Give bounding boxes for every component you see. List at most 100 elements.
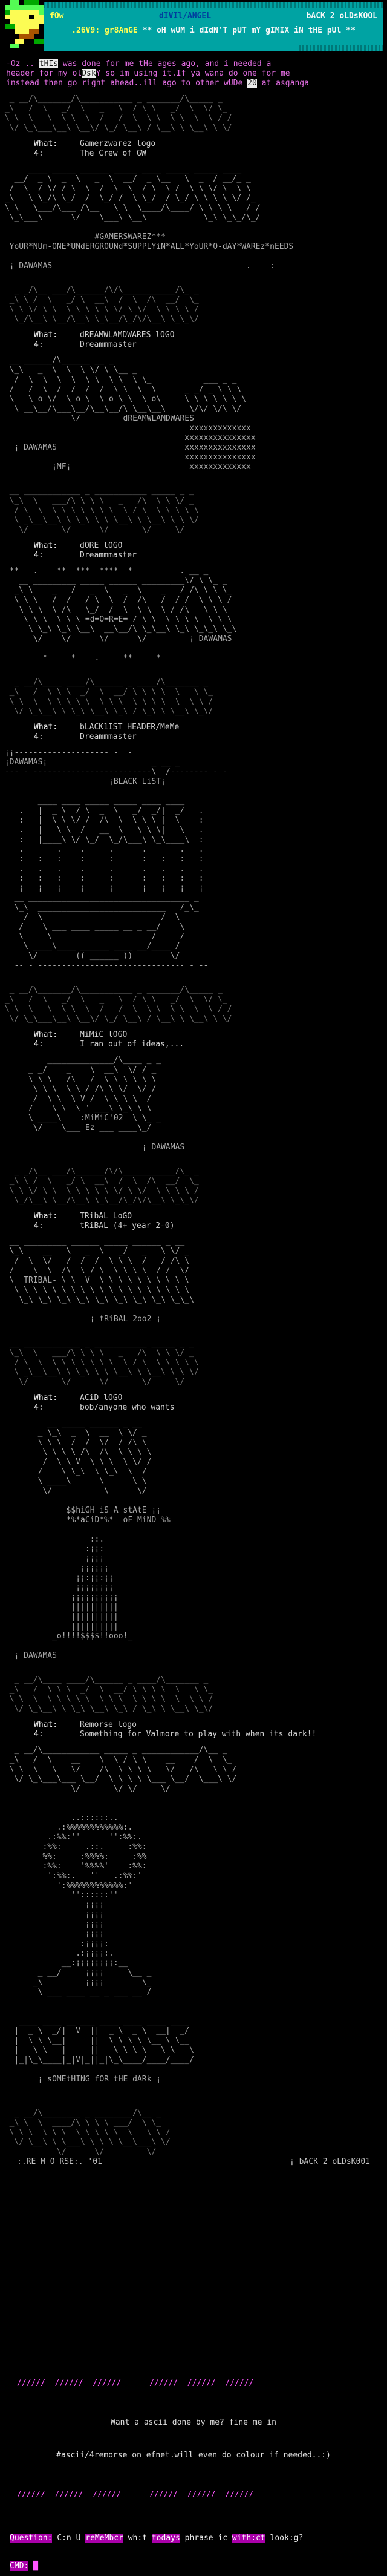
banner-line-2: .26V9: gr8AnGE ** oH wUM i dIdN'T pUT mY…	[44, 22, 383, 36]
section-dore: __ ____________ _ ___________ _____ _ _ …	[0, 487, 387, 663]
for-label: 4:	[34, 149, 44, 158]
section-info: What: dORE lOGO 4: Dreammmaster	[34, 541, 387, 560]
section-what: Gamerzwarez logo	[80, 139, 156, 148]
for-label: 4:	[34, 340, 44, 349]
section-for: bob/anyone who wants	[80, 1403, 175, 1412]
question-highlight: reMeMbcr	[85, 2534, 123, 2543]
section-for: Dreammmaster	[80, 340, 137, 349]
mascot-pixel-art	[5, 0, 44, 48]
what-label: What:	[34, 541, 58, 550]
section-for: I ran out of ideas,...	[80, 1040, 184, 1049]
what-label: What:	[34, 1212, 58, 1221]
note-line-3: instead then go right ahead..ill ago to …	[6, 79, 387, 88]
for-label: 4:	[34, 1221, 44, 1230]
question-text: C:n U	[52, 2534, 86, 2543]
for-label: 4:	[34, 732, 44, 741]
for-label: 4:	[34, 1730, 44, 1739]
footer-signature-row: :.RE M O RSE:. '01 ¡ bACK 2 oLDsK001	[0, 2157, 387, 2167]
section-info: What: MiMiC lOGO 4: I ran out of ideas,...	[34, 1030, 387, 1050]
bottom-cluster: ////// ////// ////// ////// ////// /////…	[0, 2379, 387, 2571]
section-what: ACiD lOGO	[80, 1393, 123, 1402]
remorse-logo-art: _ __/\____________ _____ _ ____________/…	[9, 1746, 237, 2084]
header-banner-box: fOw dIVIl/ANGEL bACK 2 oLDsKOOL .26V9: g…	[44, 2, 383, 51]
blacklist-header-art: ¡¡-------------------- - - ¡DAWAMAS¡ _ _…	[4, 748, 227, 970]
cmd-cursor-block[interactable]: █	[33, 2561, 38, 2571]
section-remorse: _ __/\____ ____/\______ _ ____/\_______ …	[0, 1675, 387, 2094]
for-label: 4:	[34, 1403, 44, 1412]
dither-pattern-bottom	[299, 45, 383, 51]
divider-art: _ _/\__ ___/\______/\/\___________/\_ _ …	[9, 286, 199, 324]
section-info: What:Remorse logo 4:Something for Valmor…	[34, 1720, 387, 1740]
contact-line-2: #ascii/4remorse on efnet.will even do co…	[56, 2451, 331, 2460]
question-text: wh:t	[123, 2534, 152, 2543]
what-label: What:	[34, 1393, 58, 1402]
gamerzwarez-logo-art: ____ _____ ______ _____ ____ _____ _____…	[4, 165, 294, 271]
divider-art: __ ____________ _ ___________ _____ _ _ …	[9, 1339, 199, 1387]
header-sub-right: ** oH wUM i dIdN'T pUT mY gIMIX iN tHE p…	[142, 26, 356, 35]
header-title: dIVIl/ANGEL	[158, 12, 212, 21]
dore-logo-art: ** . ** *** **** * . __ _ __ _________ _…	[9, 567, 237, 663]
section-info: What: Gamerzwarez logo 4: The Crew of GW	[34, 139, 387, 159]
divider-art: _ __/\____ ____/\______ _ ____/\_______ …	[9, 1675, 213, 1714]
section-what: MiMiC lOGO	[80, 1030, 128, 1039]
section-tribal: _ _/\__ ___/\______/\/\___________/\_ _ …	[0, 1167, 387, 1324]
header-sub-left: .26V9: gr8AnGE	[71, 26, 143, 35]
question-highlight: with:ct	[232, 2534, 265, 2543]
what-label: What:	[34, 723, 58, 732]
note-text: instead then go right ahead..ill ago to …	[6, 79, 248, 88]
divider-art: _ __/\____ ____/\______ _ ____/\_______ …	[9, 678, 213, 716]
dreamwlamdwares-logo-art: __ ______/\______ __ _ \_\ _ \ \ \ \/ \ …	[9, 356, 256, 472]
section-blacklist: _ __/\____ ____/\______ _ ____/\_______ …	[0, 678, 387, 971]
for-label: 4:	[34, 551, 44, 560]
author-note: -Oz .. tHIs was done for me tHe ages ago…	[6, 59, 387, 88]
for-label: 4:	[34, 1040, 44, 1049]
command-prompt[interactable]: CMD: █	[0, 2561, 387, 2571]
note-text: header for my ol	[6, 69, 82, 78]
tribal-logo-art: __ _________ ______ _____ ______ _ __ \_…	[9, 1237, 194, 1324]
section-what: dORE lOGO	[80, 541, 123, 550]
section-mimic: _ __/\_______/\___________ _ _______/\__…	[0, 985, 387, 1152]
magenta-slash-divider: ////// ////// ////// ////// ////// /////…	[17, 2490, 254, 2499]
note-text: Y so im using it.If ya wana do one for m…	[96, 69, 290, 78]
section-info: What: dREAMWLAMDWARES lOGO 4: Dreammmaster	[34, 330, 387, 350]
note-line-1: -Oz .. tHIs was done for me tHe ages ago…	[6, 59, 387, 69]
mimic-logo-art: ______________/\____ _ _ _ _/ _ \ __\ \/…	[28, 1056, 185, 1152]
section-what: TRibAL LoGO	[80, 1212, 132, 1221]
divider-art: _ _/\__ ___/\______/\/\___________/\_ _ …	[9, 1167, 199, 1205]
question-text: look:g?	[265, 2534, 304, 2543]
note-text: at asganga	[256, 79, 309, 88]
section-for: The Crew of GW	[80, 149, 146, 158]
note-text: -Oz ..	[6, 59, 39, 68]
note-highlight: 20	[247, 79, 257, 88]
question-bar: Question: C:n U reMeMbcr wh:t todays phr…	[10, 2534, 387, 2543]
what-label: What:	[34, 330, 58, 340]
divider-art: _ __/\_______/\___________ _ _______/\__…	[4, 985, 232, 1024]
what-label: What:	[34, 1720, 58, 1729]
section-gamerzwarez: _ __/\_______/\___________ _ _______/\__…	[0, 94, 387, 271]
note-text: was done for me tHe ages ago, and i need…	[58, 59, 272, 68]
footer-art: _ __/\________ _ ________/\__ _ _\ \ \ _…	[9, 2109, 171, 2157]
question-highlight: todays	[151, 2534, 180, 2543]
section-dreamwlamdwares: _ _/\__ ___/\______/\/\___________/\_ _ …	[0, 286, 387, 472]
remorse-signature: :.RE M O RSE:. '01	[17, 2157, 102, 2166]
section-what: bLACK1IST HEADER/MeMe	[80, 723, 180, 732]
acid-logo-art: __ _____ ______ _ __ _ \_\ _ \ __ \ \/ _…	[14, 1419, 171, 1660]
section-info: What: ACiD lOGO 4: bob/anyone who wants	[34, 1393, 387, 1413]
back-to-oldskool-tag: ¡ bACK 2 oLDsK001	[289, 2157, 370, 2166]
section-info: What:TRibAL LoGO 4:tRiBAL (4+ year 2-0)	[34, 1212, 387, 1231]
note-highlight: tHIs	[39, 59, 59, 68]
section-what: dREAMWLAMDWARES lOGO	[80, 330, 175, 340]
what-label: What:	[34, 139, 58, 148]
cmd-label: CMD:	[10, 2561, 29, 2571]
question-text: phrase ic	[180, 2534, 232, 2543]
section-for: Dreammmaster	[80, 551, 137, 560]
section-for: Dreammmaster	[80, 732, 137, 741]
dither-pattern-top	[44, 2, 383, 8]
section-what: Remorse logo	[80, 1720, 137, 1729]
divider-art: __ ____________ _ ___________ _____ _ _ …	[9, 487, 199, 534]
header-right-tag: bACK 2 oLDsKOOL	[306, 12, 377, 21]
what-label: What:	[34, 1030, 58, 1039]
divider-art: _ __/\_______/\___________ _ _______/\__…	[4, 94, 232, 133]
note-line-2: header for my olDskY so im using it.If y…	[6, 69, 387, 79]
